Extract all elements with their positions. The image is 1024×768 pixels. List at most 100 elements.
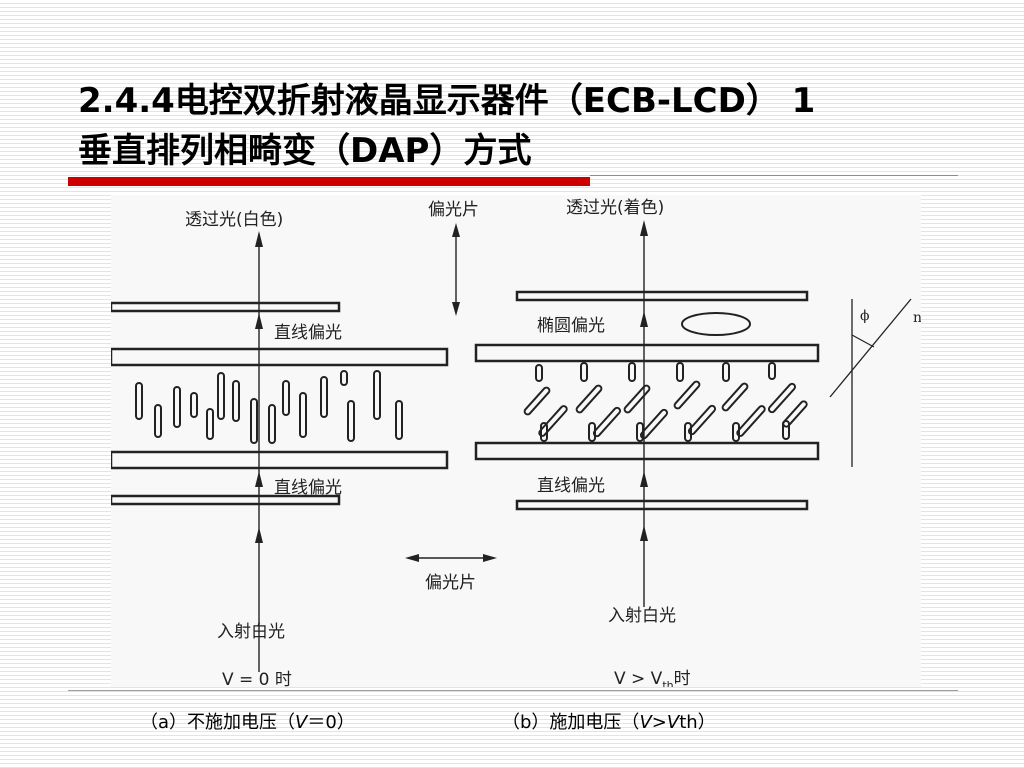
polarizer-bottom-arrow-right — [483, 554, 497, 562]
panel-b-bottom-polarizer — [515, 499, 809, 511]
lc-molecule — [395, 400, 403, 440]
lc-molecule-tilted — [540, 422, 548, 442]
panel-a-lower-linear-label: 直线偏光 — [274, 478, 342, 498]
lc-molecule-tilted — [687, 404, 717, 436]
lc-molecule-tilted — [721, 382, 749, 412]
polarizer-bottom-arrow-left — [405, 554, 419, 562]
panel-a-condition-label: V = 0 时 — [222, 670, 292, 687]
lc-molecule — [135, 382, 143, 420]
panel-a-lc-molecules — [135, 370, 403, 444]
lc-molecule — [154, 404, 162, 438]
lc-molecule-tilted — [580, 362, 588, 382]
lc-molecule-tilted — [523, 386, 551, 416]
caption-a-var: V — [295, 712, 308, 733]
panel-a-top-substrate — [111, 347, 449, 367]
lc-molecule — [190, 392, 198, 418]
panel-b-condition-label: V > Vth时 — [614, 669, 691, 687]
lc-molecule-tilted — [684, 422, 692, 442]
phi-angle-arc — [851, 334, 875, 348]
lc-molecule-tilted — [768, 362, 776, 380]
lc-molecule-tilted — [636, 422, 644, 442]
lc-molecule — [299, 392, 307, 438]
lc-molecule-tilted — [639, 408, 669, 440]
caption-a: （a）不施加电压（V＝0） — [140, 708, 355, 734]
n-label: n — [913, 310, 921, 326]
panel-b-condition-sub: th — [662, 679, 673, 687]
panel-a-arrow-lower — [255, 471, 263, 487]
slide-title: 2.4.4电控双折射液晶显示器件（ECB-LCD） 1 垂直排列相畸变（DAP）… — [78, 76, 978, 176]
panel-b-lc-molecules — [523, 362, 808, 442]
panel-b-arrow-linear — [640, 471, 648, 487]
lc-molecule-tilted — [782, 400, 808, 428]
lc-molecule — [347, 400, 355, 442]
lc-molecule-tilted — [676, 362, 684, 382]
panel-b-arrow-transmitted — [640, 220, 648, 236]
phi-label: ϕ — [860, 308, 870, 324]
panel-b-top-substrate — [474, 343, 820, 363]
panel-b-condition-suffix: 时 — [674, 669, 691, 687]
caption-b-mid: > — [651, 712, 667, 733]
panel-a-bottom-substrate — [111, 450, 449, 470]
panel-b-condition-prefix: V > V — [614, 669, 663, 687]
lc-molecule-tilted — [732, 422, 740, 442]
panel-a-arrow-upper — [255, 313, 263, 329]
panel-a-bottom-polarizer — [111, 494, 341, 506]
panel-b-top-polarizer — [515, 290, 809, 302]
title-underline-red — [68, 177, 590, 186]
elliptical-polarization-icon — [681, 312, 751, 336]
panel-a-arrow-incident — [255, 527, 263, 543]
polarizer-top-label: 偏光片 — [428, 200, 479, 220]
lc-molecule — [217, 372, 225, 420]
lc-molecule — [206, 408, 214, 440]
panel-b-arrow-incident — [640, 525, 648, 541]
panel-b-elliptical-label: 椭圆偏光 — [537, 316, 605, 336]
caption-b: （b）施加电压（V>Vth） — [502, 708, 716, 734]
panel-a-arrow-transmitted — [255, 231, 263, 247]
lc-molecule — [340, 370, 348, 386]
panel-a: 透过光(白色) 直线偏光 直线偏光 入射白光 V = 0 时 — [111, 210, 449, 687]
tilt-angle-inset: ϕ n — [829, 298, 921, 467]
caption-a-prefix: （a）不施加电压（ — [140, 712, 296, 733]
polarizer-top-arrow-down — [452, 302, 460, 316]
slide-title-line-2: 垂直排列相畸变（DAP）方式 — [78, 131, 532, 171]
lc-molecule-tilted — [628, 362, 636, 382]
lc-molecule-tilted — [538, 405, 568, 437]
lc-molecule — [250, 398, 258, 444]
title-underline-gray — [590, 175, 958, 176]
lc-molecule-tilted — [588, 422, 596, 442]
director-n-line — [829, 298, 912, 398]
figure-captions: （a）不施加电压（V＝0） （b）施加电压（V>Vth） — [140, 708, 840, 738]
panel-b-arrow-elliptical — [640, 311, 648, 327]
lc-molecule-tilted — [575, 384, 603, 414]
lc-molecule — [173, 386, 181, 428]
lc-molecule-tilted — [673, 380, 701, 410]
lc-molecule-tilted — [782, 420, 790, 440]
panel-b-bottom-substrate — [474, 441, 820, 461]
center-labels: 偏光片 偏光片 — [405, 200, 497, 593]
caption-b-prefix: （b）施加电压（ — [502, 712, 640, 733]
panel-a-incident-label: 入射白光 — [217, 622, 285, 642]
lcd-diagram: 透过光(白色) 直线偏光 直线偏光 入射白光 V = 0 时 偏光片 偏光片 — [111, 195, 921, 687]
lc-molecule — [320, 376, 328, 418]
lc-molecule — [282, 380, 290, 416]
panel-a-top-polarizer — [111, 301, 341, 313]
caption-a-suffix: ＝0） — [307, 712, 355, 733]
lc-molecule-tilted — [736, 405, 766, 437]
caption-b-var2: V — [666, 712, 680, 733]
panel-a-transmitted-label: 透过光(白色) — [185, 210, 283, 230]
lcd-diagram-svg: 透过光(白色) 直线偏光 直线偏光 入射白光 V = 0 时 偏光片 偏光片 — [111, 198, 921, 687]
caption-b-var1: V — [639, 712, 652, 733]
lc-molecule — [268, 404, 276, 444]
lc-molecule — [373, 370, 381, 420]
polarizer-top-arrow-up — [452, 223, 460, 237]
lc-molecule — [232, 380, 240, 422]
panel-b-linear-label: 直线偏光 — [537, 476, 605, 496]
lc-molecule-tilted — [592, 406, 622, 438]
polarizer-bottom-label: 偏光片 — [425, 573, 476, 593]
panel-b-incident-label: 入射白光 — [608, 606, 676, 626]
lc-molecule-tilted — [623, 384, 651, 414]
lc-molecule-tilted — [535, 364, 543, 382]
panel-b: 透过光(着色) 椭圆偏光 直线偏光 入射白光 V > Vth时 — [474, 198, 820, 687]
panel-a-upper-linear-label: 直线偏光 — [274, 323, 342, 343]
lc-molecule-tilted — [722, 362, 730, 382]
